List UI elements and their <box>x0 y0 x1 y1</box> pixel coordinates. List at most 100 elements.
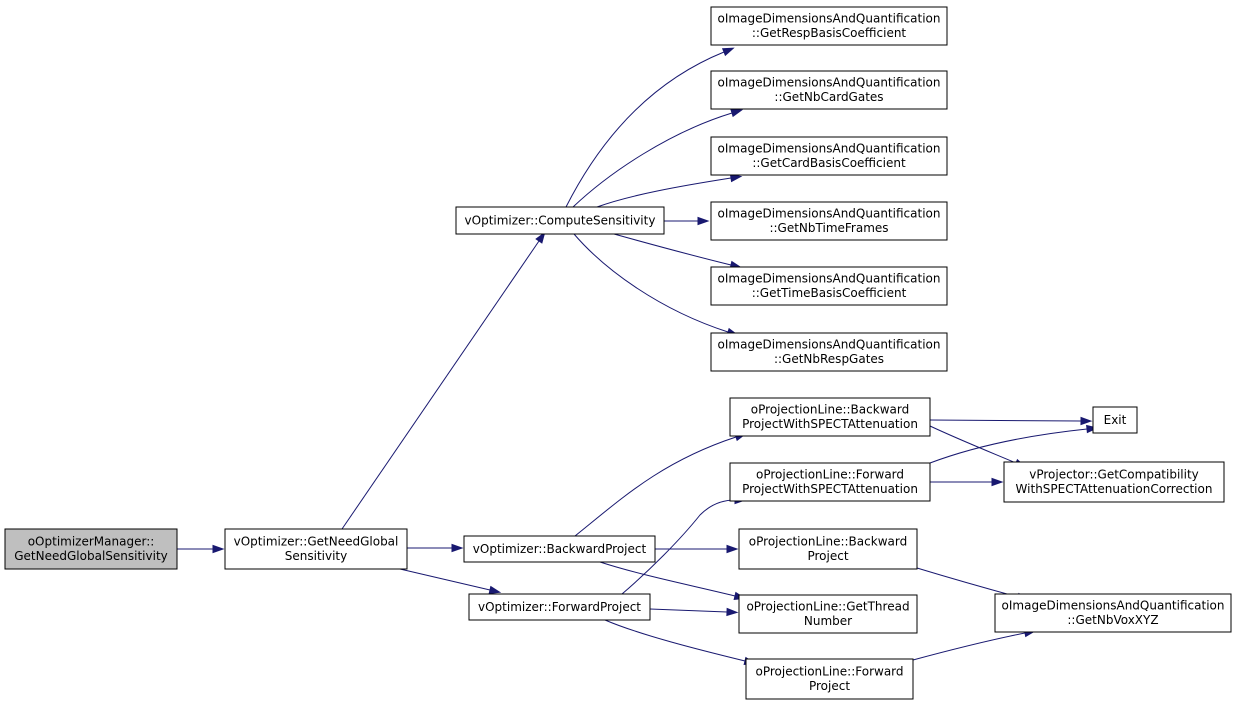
node-label: ProjectWithSPECTAttenuation <box>742 417 918 431</box>
node-label: vOptimizer::ForwardProject <box>478 600 641 614</box>
node-box <box>738 528 918 570</box>
arrowhead <box>1080 416 1093 426</box>
edge-line <box>929 425 1017 464</box>
node-nbvox[interactable]: oImageDimensionsAndQuantification::GetNb… <box>994 593 1232 633</box>
edge-getneed-to-forward <box>399 568 502 594</box>
arrowhead <box>697 216 710 226</box>
node-root[interactable]: oOptimizerManager::GetNeedGlobalSensitiv… <box>4 528 178 570</box>
node-box <box>710 6 948 46</box>
edge-line <box>572 112 733 208</box>
node-box <box>710 332 948 372</box>
node-label: ::GetCardBasisCoefficient <box>752 156 906 170</box>
node-box <box>710 266 948 306</box>
node-bwspect[interactable]: oProjectionLine::BackwardProjectWithSPEC… <box>729 397 931 437</box>
node-box <box>729 397 931 437</box>
node-compute[interactable]: vOptimizer::ComputeSensitivity <box>455 206 665 235</box>
node-nbtime[interactable]: oImageDimensionsAndQuantification::GetNb… <box>710 201 948 241</box>
node-box <box>738 594 918 634</box>
edge-line <box>649 608 728 613</box>
node-compat[interactable]: vProjector::GetCompatibilityWithSPECTAtt… <box>1003 461 1225 503</box>
arrowhead <box>721 47 735 57</box>
node-bwproj[interactable]: oProjectionLine::BackwardProject <box>738 528 918 570</box>
edge-fwspect-to-exit <box>929 424 1099 464</box>
edge-bwspect-to-exit <box>929 416 1093 426</box>
arrowhead <box>726 607 739 617</box>
node-label: oImageDimensionsAndQuantification <box>718 142 941 156</box>
edge-line <box>613 233 732 266</box>
edge-line <box>604 619 746 662</box>
edge-backward-to-bwproj <box>655 544 739 554</box>
edge-line <box>574 436 737 537</box>
arrowhead <box>730 109 744 118</box>
node-respbasis[interactable]: oImageDimensionsAndQuantification::GetRe… <box>710 6 948 46</box>
node-label: oImageDimensionsAndQuantification <box>718 207 941 221</box>
node-fwspect[interactable]: oProjectionLine::ForwardProjectWithSPECT… <box>729 462 931 502</box>
arrowhead <box>212 544 225 554</box>
node-getneed[interactable]: vOptimizer::GetNeedGlobalSensitivity <box>224 528 408 570</box>
node-label: vOptimizer::GetNeedGlobal <box>234 535 399 549</box>
node-label: ::GetNbVoxXYZ <box>1067 613 1158 627</box>
node-box <box>1092 406 1138 434</box>
arrowhead <box>1086 424 1099 434</box>
node-label: WithSPECTAttenuationCorrection <box>1016 482 1213 496</box>
node-label: oImageDimensionsAndQuantification <box>1002 599 1225 613</box>
arrowhead <box>991 477 1004 487</box>
node-box <box>745 658 914 700</box>
edge-line <box>916 567 1019 598</box>
node-label: ProjectWithSPECTAttenuation <box>742 482 918 496</box>
edge-line <box>599 561 736 597</box>
node-box <box>710 70 948 110</box>
edge-backward-to-bwspect <box>574 433 747 537</box>
node-label: vOptimizer::BackwardProject <box>473 542 647 556</box>
edge-line <box>929 419 1082 422</box>
node-label: Project <box>809 679 850 693</box>
node-label: oProjectionLine::Forward <box>755 665 903 679</box>
node-box <box>994 593 1232 633</box>
node-nbcard[interactable]: oImageDimensionsAndQuantification::GetNb… <box>710 70 948 110</box>
node-label: Number <box>804 614 852 628</box>
node-box <box>468 593 651 621</box>
edge-getneed-to-backward <box>407 543 464 553</box>
node-box <box>224 528 408 570</box>
arrowhead <box>451 543 464 553</box>
node-label: oImageDimensionsAndQuantification <box>718 338 941 352</box>
node-label: ::GetTimeBasisCoefficient <box>752 286 907 300</box>
arrowhead <box>535 231 546 244</box>
edge-fwproj-to-nbvox <box>912 628 1037 661</box>
edge-bwspect-to-compat <box>929 425 1027 468</box>
node-box <box>4 528 178 570</box>
node-label: Project <box>807 549 848 563</box>
edge-line <box>341 240 540 530</box>
node-box <box>710 136 948 176</box>
node-box <box>710 201 948 241</box>
node-exit[interactable]: Exit <box>1092 406 1138 434</box>
edge-root-to-getneed <box>177 544 225 554</box>
arrowhead <box>729 173 743 183</box>
edge-compute-to-respbasis <box>565 47 735 208</box>
edge-forward-to-thread <box>649 607 739 617</box>
arrowhead <box>488 585 502 594</box>
node-label: ::GetNbCardGates <box>774 90 883 104</box>
node-label: oProjectionLine::Backward <box>749 535 907 549</box>
edge-getneed-to-compute <box>341 231 546 530</box>
node-backward[interactable]: vOptimizer::BackwardProject <box>463 535 656 563</box>
edge-compute-to-nbtime <box>664 216 710 226</box>
edge-compute-to-nbcard <box>572 109 744 208</box>
node-label: oImageDimensionsAndQuantification <box>718 76 941 90</box>
node-label: oImageDimensionsAndQuantification <box>718 12 941 26</box>
node-box <box>463 535 656 563</box>
node-label: ::GetRespBasisCoefficient <box>752 26 907 40</box>
node-label: oProjectionLine::Backward <box>751 403 909 417</box>
node-label: oProjectionLine::Forward <box>756 468 904 482</box>
arrowhead <box>726 544 739 554</box>
node-timebasis[interactable]: oImageDimensionsAndQuantification::GetTi… <box>710 266 948 306</box>
nodes: oOptimizerManager::GetNeedGlobalSensitiv… <box>4 6 1232 700</box>
edge-fwspect-to-compat <box>930 477 1004 487</box>
edge-line <box>912 632 1026 661</box>
node-forward[interactable]: vOptimizer::ForwardProject <box>468 593 651 621</box>
node-fwproj[interactable]: oProjectionLine::ForwardProject <box>745 658 914 700</box>
node-nbresp[interactable]: oImageDimensionsAndQuantification::GetNb… <box>710 332 948 372</box>
edge-line <box>573 233 729 333</box>
node-cardbasis[interactable]: oImageDimensionsAndQuantification::GetCa… <box>710 136 948 176</box>
